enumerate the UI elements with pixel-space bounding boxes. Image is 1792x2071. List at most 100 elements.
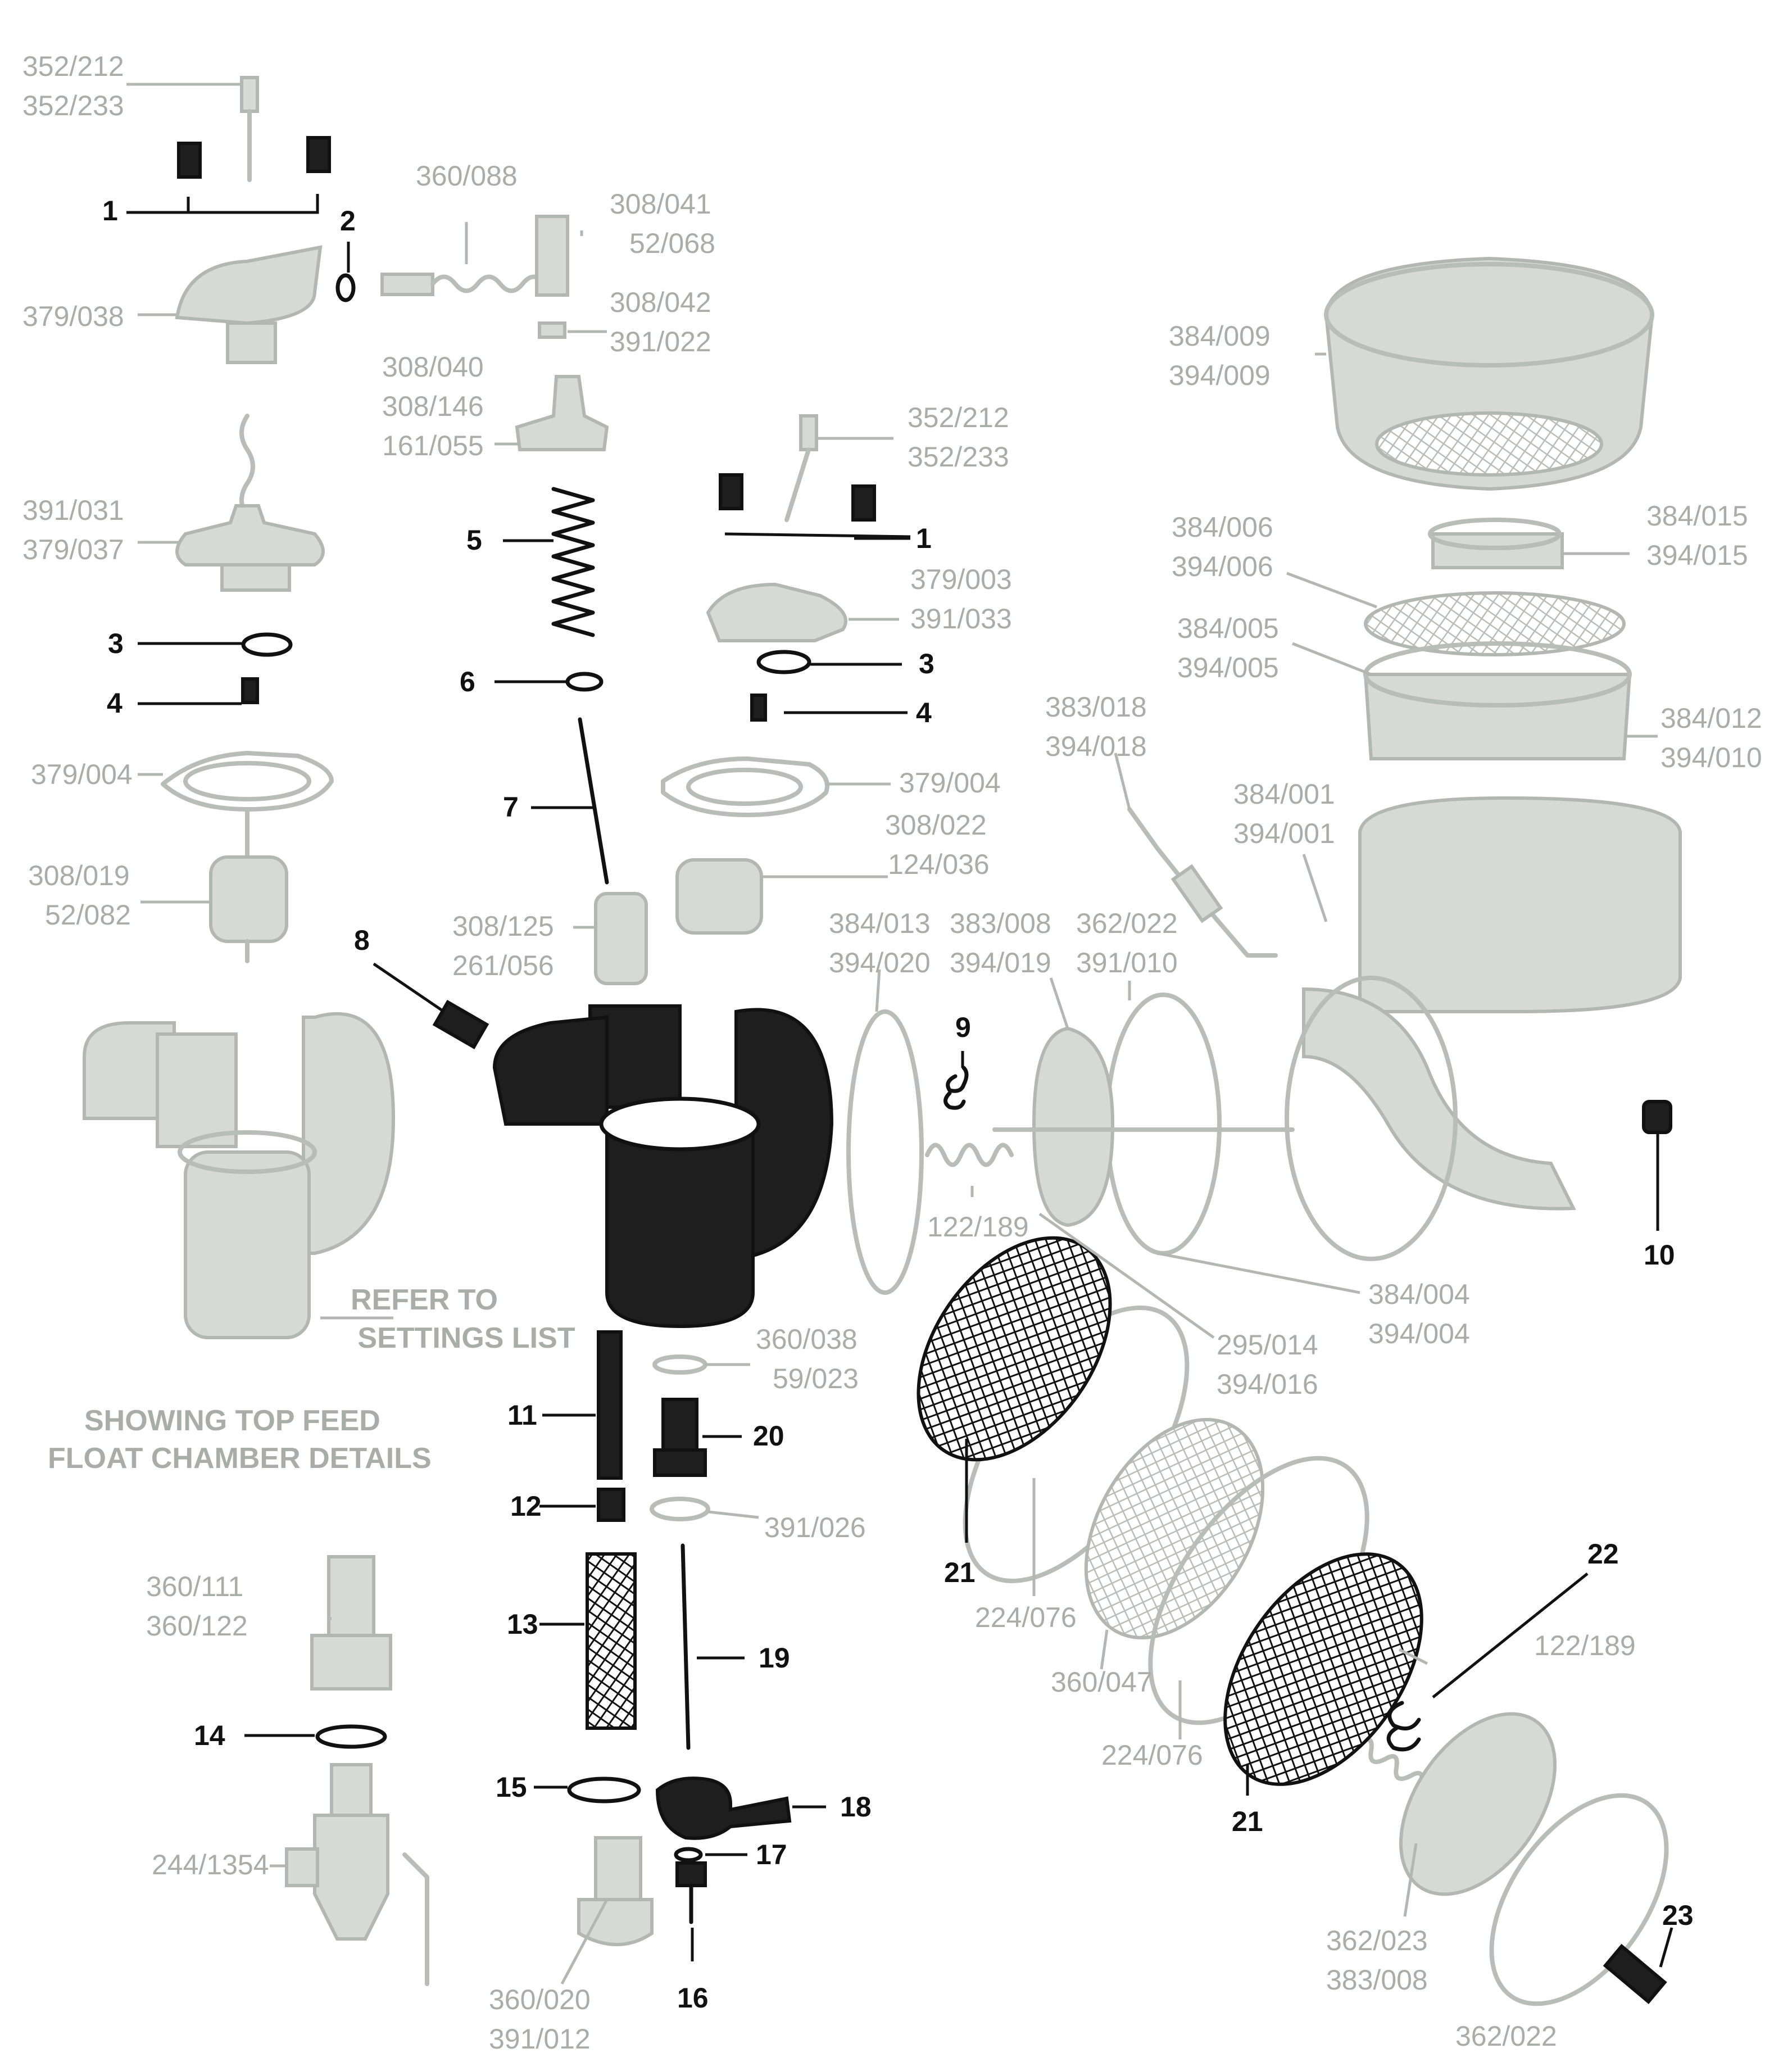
tickler-cap: [515, 375, 609, 451]
needle-seat-308-125: [594, 892, 648, 985]
float-right: [675, 858, 763, 935]
label-3-right: 3: [919, 648, 934, 679]
label-7: 7: [503, 791, 519, 823]
code-261-056: 261/056: [452, 950, 554, 981]
filter-ring: [1428, 518, 1564, 569]
float-left: [209, 807, 288, 963]
needle-clip-right: [784, 414, 818, 522]
code-308-040: 308/040: [382, 351, 484, 383]
clip-item-9: [943, 1066, 969, 1110]
code-122-189-b: 122/189: [1534, 1630, 1636, 1661]
needle-item-19: [680, 1543, 691, 1750]
label-2: 2: [340, 205, 356, 237]
code-384-005: 384/005: [1177, 613, 1279, 644]
label-8: 8: [354, 925, 370, 956]
label-16: 16: [677, 1982, 709, 2014]
needle-item-7: [578, 717, 609, 885]
union-item-20: [653, 1398, 707, 1477]
code-352-233-a: 352/233: [22, 90, 124, 121]
tap-union: [310, 1555, 392, 1691]
filter-gauze-top: [1364, 591, 1626, 656]
washer-item-6: [565, 672, 604, 692]
screws-item-1-left: [177, 136, 331, 214]
code-52-082: 52/082: [45, 899, 131, 931]
plug-item-12: [597, 1488, 625, 1522]
banjo-item-18: [655, 1777, 792, 1840]
label-17: 17: [756, 1839, 787, 1870]
connector-bar-right: [724, 532, 911, 538]
code-308-041: 308/041: [610, 188, 711, 220]
carburettor-body: [492, 1004, 834, 1329]
screw-left: [241, 677, 259, 704]
code-295-014: 295/014: [1217, 1329, 1318, 1361]
code-360-122: 360/122: [146, 1610, 248, 1642]
code-391-012: 391/012: [489, 2023, 591, 2055]
code-362-022-b: 362/022: [1455, 2020, 1557, 2052]
washer-item-15: [567, 1777, 641, 1803]
code-394-018: 394/018: [1045, 731, 1147, 762]
code-360-020: 360/020: [489, 1984, 591, 2015]
note-refer-line1: REFER TO: [351, 1284, 498, 1316]
gasket-left: [161, 751, 334, 812]
code-383-018: 383/018: [1045, 691, 1147, 723]
code-394-016: 394/016: [1217, 1368, 1318, 1400]
code-391-010: 391/010: [1076, 947, 1178, 978]
code-360-088: 360/088: [416, 160, 518, 192]
code-224-076-b: 224/076: [1101, 1739, 1203, 1771]
spring-item-5: [551, 487, 595, 637]
label-21-top: 21: [944, 1557, 976, 1588]
ring-384-013: [846, 1009, 924, 1295]
code-384-001: 384/001: [1233, 778, 1335, 810]
label-1-right: 1: [916, 523, 932, 554]
filter-housing-cover: [1324, 256, 1654, 491]
label-10: 10: [1644, 1239, 1675, 1271]
top-cap-left: [175, 245, 323, 364]
code-394-010: 394/010: [1661, 742, 1762, 773]
screw-item-23: [1603, 1943, 1667, 2004]
note-showing-line2: FLOAT CHAMBER DETAILS: [48, 1442, 432, 1475]
code-308-146: 308/146: [382, 391, 484, 422]
code-352-233-b: 352/233: [908, 441, 1009, 473]
code-379-004-b: 379/004: [899, 767, 1001, 799]
label-21-bottom: 21: [1232, 1806, 1263, 1837]
code-391-026: 391/026: [764, 1512, 866, 1543]
label-12: 12: [510, 1490, 542, 1522]
needle-clip-top-left: [240, 76, 259, 182]
label-22: 22: [1587, 1538, 1619, 1570]
code-124-036: 124/036: [888, 849, 990, 880]
code-391-033: 391/033: [910, 603, 1012, 635]
spring-122-189: [925, 1143, 1014, 1167]
code-384-013: 384/013: [829, 908, 931, 939]
code-308-042: 308/042: [610, 287, 711, 318]
code-360-047: 360/047: [1051, 1666, 1153, 1698]
spring-clip-right: [756, 650, 811, 674]
code-384-009: 384/009: [1169, 320, 1271, 352]
code-308-022: 308/022: [885, 809, 987, 841]
code-59-023: 59/023: [773, 1363, 859, 1394]
label-5: 5: [466, 524, 482, 556]
code-394-004: 394/004: [1368, 1318, 1470, 1349]
float-lid-right: [706, 582, 847, 642]
label-13: 13: [507, 1608, 538, 1640]
gasket-right: [661, 756, 829, 817]
spring-clip-left: [241, 632, 293, 657]
filter-body: [1285, 796, 1682, 1261]
code-384-015: 384/015: [1646, 500, 1748, 532]
code-384-006: 384/006: [1172, 511, 1273, 543]
screw-right: [750, 694, 767, 722]
note-refer-line2: SETTINGS LIST: [357, 1322, 575, 1354]
code-394-001: 394/001: [1233, 818, 1335, 849]
code-352-212-a: 352/212: [22, 51, 124, 82]
washer-391-026: [650, 1497, 710, 1521]
code-161-055: 161/055: [382, 430, 484, 461]
carburettor-body-reference: [83, 1012, 396, 1339]
code-394-019: 394/019: [950, 947, 1051, 978]
throttle-disc-assembly: [992, 1026, 1295, 1227]
code-379-038: 379/038: [22, 301, 124, 332]
label-6: 6: [460, 666, 475, 697]
air-filter-adapter-ring: [1105, 993, 1222, 1256]
code-384-012: 384/012: [1661, 703, 1762, 734]
code-384-004: 384/004: [1368, 1279, 1470, 1310]
label-19: 19: [759, 1642, 790, 1674]
code-362-022-a: 362/022: [1076, 908, 1178, 939]
